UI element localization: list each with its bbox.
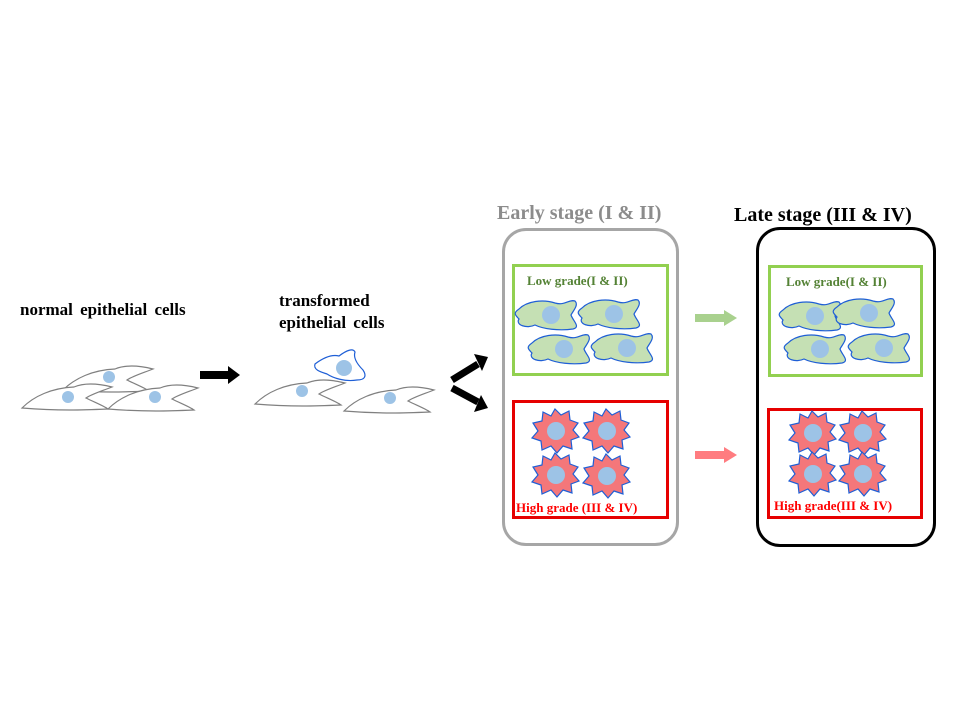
early-low-grade-label: Low grade(I & II)	[527, 273, 628, 288]
late-low-grade-label: Low grade(I & II)	[786, 274, 887, 289]
high-grade-cell	[838, 410, 887, 456]
normal-cell	[107, 384, 199, 412]
high-grade-cell	[788, 410, 837, 456]
low-grade-cell	[514, 300, 578, 331]
red-arrow-icon	[695, 447, 737, 463]
high-grade-cell	[788, 451, 837, 497]
high-grade-cell	[838, 451, 887, 497]
normal-cell	[254, 379, 346, 407]
transformed-cell	[314, 349, 366, 382]
high-grade-cell	[582, 453, 631, 499]
low-grade-cell	[783, 334, 847, 365]
high-grade-cell	[531, 408, 580, 454]
arrow-down-right-icon	[450, 384, 488, 412]
late-high-grade-label: High grade(III & IV)	[774, 498, 893, 513]
late-low-grade-box	[768, 265, 923, 377]
normal-cell	[62, 365, 154, 393]
low-grade-cell	[527, 334, 591, 365]
normal-cell	[343, 386, 435, 414]
transformed-cells-label: transformed epithelial cells	[279, 290, 384, 334]
early-low-grade-box	[512, 264, 669, 376]
low-grade-cell	[577, 299, 641, 330]
arrow-up-right-icon	[450, 354, 488, 383]
normal-cells-label: normal epithelial cells	[20, 300, 186, 319]
late-high-grade-box	[767, 408, 923, 519]
arrow-right-icon	[200, 366, 240, 384]
early-high-grade-label: High grade (III & IV)	[516, 500, 638, 515]
normal-cell	[21, 383, 113, 411]
low-grade-cell	[778, 301, 842, 332]
low-grade-cell	[832, 298, 896, 329]
transformed-label-line1: transformed	[279, 291, 370, 310]
early-stage-title: Early stage (I & II)	[497, 202, 662, 224]
transformed-label-line2: epithelial cells	[279, 313, 385, 332]
low-grade-cell	[847, 333, 911, 364]
late-stage-title: Late stage (III & IV)	[734, 204, 912, 226]
high-grade-cell	[531, 452, 580, 498]
late-stage-panel	[756, 227, 936, 547]
low-grade-cell	[590, 333, 654, 364]
early-high-grade-box	[512, 400, 669, 519]
green-arrow-icon	[695, 310, 737, 326]
early-stage-panel	[502, 228, 679, 546]
high-grade-cell	[582, 408, 631, 454]
